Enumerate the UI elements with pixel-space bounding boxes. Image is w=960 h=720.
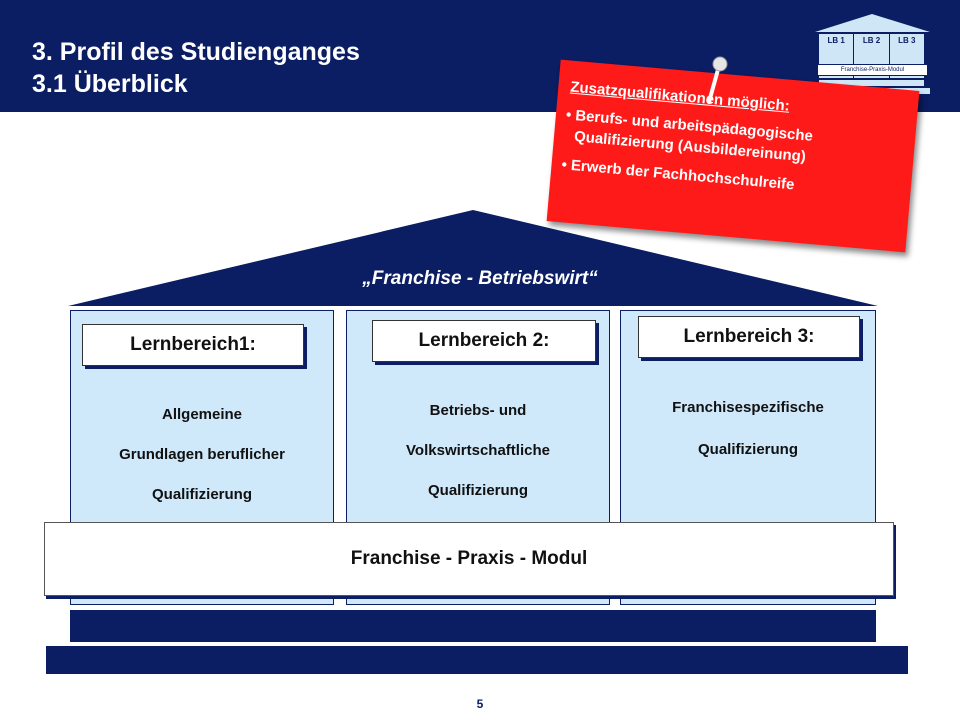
title-line-2: 3.1 Überblick — [32, 70, 188, 98]
lernbereich-2-description: Betriebs- und Volkswirtschaftliche Quali… — [346, 391, 610, 511]
lernbereich-2-label: Lernbereich 2: — [372, 320, 596, 362]
foundation-lower — [46, 646, 908, 674]
roof-title: „Franchise - Betriebswirt“ — [362, 268, 598, 289]
lernbereich-3-label: Lernbereich 3: — [638, 316, 860, 358]
page-title: 3. Profil des Studienganges 3.1 Überblic… — [32, 36, 360, 100]
lernbereich-3-description: Franchisespezifische Qualifizierung — [620, 387, 876, 471]
description-line: Franchisespezifische — [672, 399, 824, 416]
title-line-1: 3. Profil des Studienganges — [32, 38, 360, 66]
description-line: Volkswirtschaftliche — [406, 442, 550, 459]
mini-base-upper — [819, 80, 924, 86]
description-line: Qualifizierung — [151, 486, 252, 503]
description-line: Betriebs- und — [429, 402, 527, 419]
pushpin-icon — [707, 56, 728, 104]
lernbereich-1-label: Lernbereich1: — [82, 324, 304, 366]
foundation-upper — [70, 610, 876, 642]
house-roof — [68, 210, 878, 306]
description-line: Grundlagen beruflicher — [119, 446, 285, 463]
note-list: Berufs- und arbeitspädagogische Qualifiz… — [556, 104, 907, 213]
lernbereich-1-description: Allgemeine Grundlagen beruflicher Qualif… — [70, 395, 334, 515]
page-number: 5 — [476, 697, 484, 711]
mini-module-label: Franchise-Praxis-Modul — [817, 64, 928, 76]
description-line: Qualifizierung — [697, 441, 798, 458]
description-line: Allgemeine — [161, 406, 243, 423]
mini-roof-shape — [815, 14, 930, 32]
description-line: Qualifizierung — [427, 482, 528, 499]
praxis-module-bar: Franchise - Praxis - Modul — [44, 522, 894, 596]
